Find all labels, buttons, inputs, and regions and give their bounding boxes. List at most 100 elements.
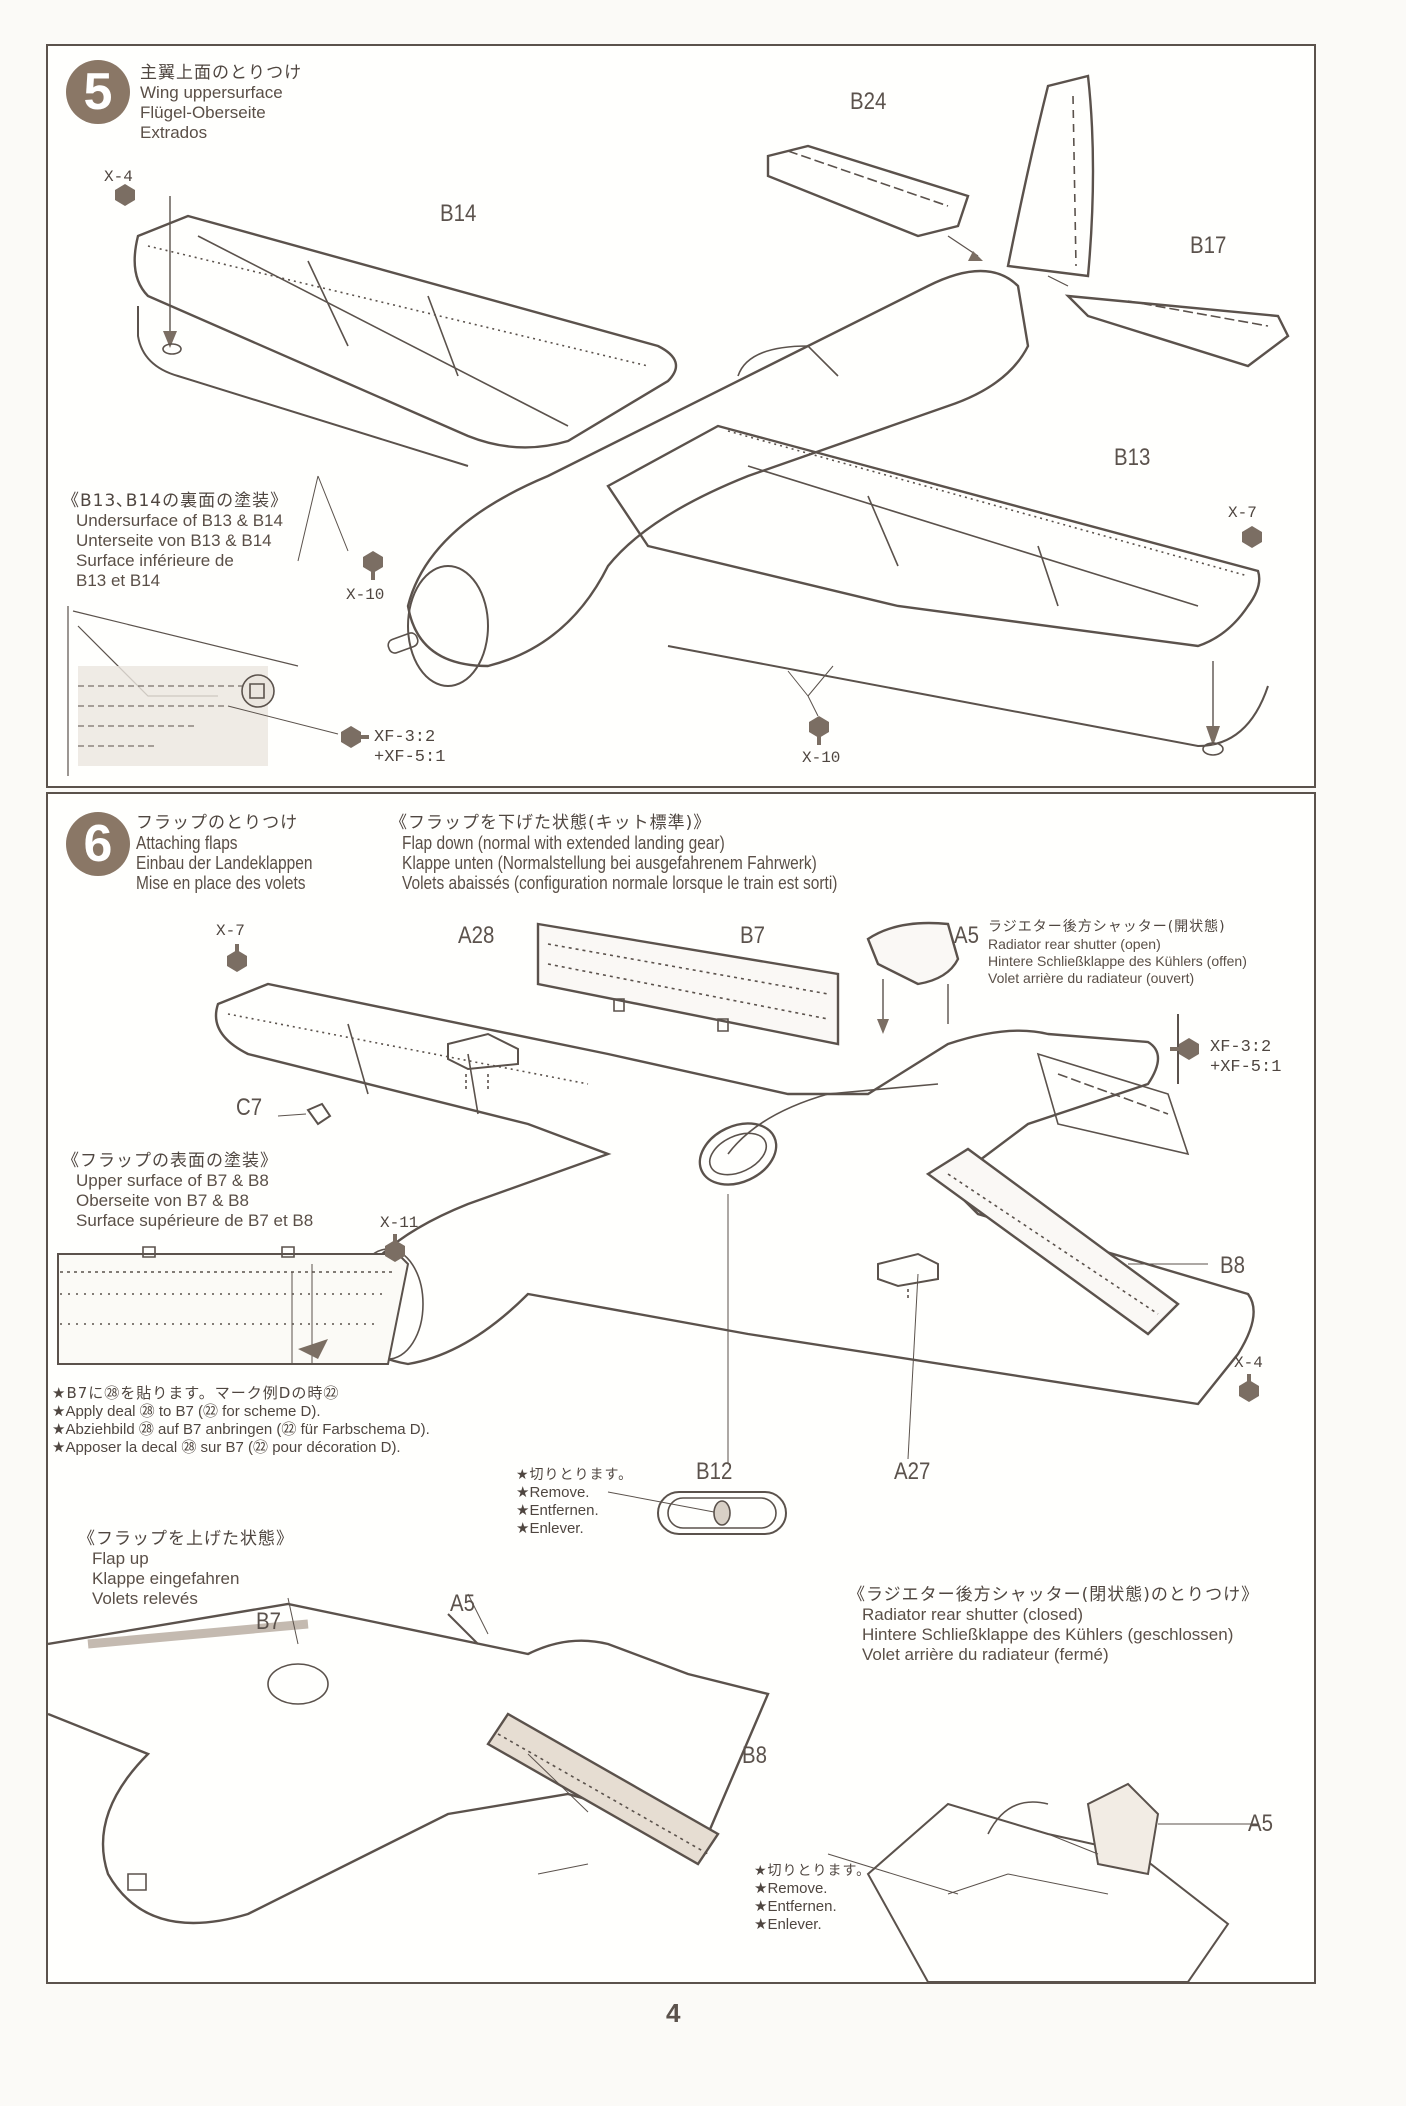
- step-number-badge: 5: [66, 60, 130, 124]
- caption-de: Hintere Schließklappe des Kühlers (offen…: [988, 953, 1247, 969]
- caption-en: Flap up: [92, 1549, 149, 1568]
- part-a27: [878, 1254, 938, 1459]
- note-fr: Surface supérieure de B7 et B8: [76, 1211, 314, 1230]
- note-de: Oberseite von B7 & B8: [76, 1191, 249, 1210]
- paint-code-x10: X-10: [802, 749, 841, 767]
- note-jp: 《B13､B14の裏面の塗装》: [62, 491, 289, 511]
- paint-code-x7: X-7: [1228, 504, 1257, 522]
- caption-jp: 《ラジエター後方シャッター(閉状態)のとりつけ》: [848, 1585, 1260, 1605]
- note-en: Upper surface of B7 & B8: [76, 1171, 269, 1190]
- paint-chip-icon: [227, 944, 247, 972]
- left-wing-b14: [135, 216, 676, 466]
- underside-paint-note: 《B13､B14の裏面の塗装》 Undersurface of B13 & B1…: [62, 486, 288, 591]
- part-label-b12: B12: [696, 1458, 733, 1485]
- title-de: Flügel-Oberseite: [140, 103, 266, 122]
- note-jp: ★切りとります。: [516, 1467, 634, 1483]
- paint-code-x10: X-10: [346, 586, 385, 604]
- caption-jp: 《フラップを下げた状態(キット標準)》: [390, 813, 712, 833]
- caption-en: Radiator rear shutter (open): [988, 936, 1161, 952]
- note-jp: ★B7に㉘を貼ります。マーク例Dの時㉒: [52, 1384, 340, 1402]
- title-fr: Mise en place des volets: [136, 873, 306, 893]
- part-label-b13: B13: [1114, 444, 1151, 471]
- paint-mix: XF-3:2 +XF-5:1: [1210, 1038, 1281, 1078]
- title-de: Einbau der Landeklappen: [136, 853, 313, 873]
- note-de: Unterseite von B13 & B14: [76, 531, 272, 550]
- part-label-a5: A5: [1248, 1810, 1273, 1837]
- part-c7: [308, 1104, 330, 1124]
- part-label-b14: B14: [440, 200, 477, 227]
- flap-attachment-illustration: [48, 794, 1314, 1982]
- part-label-a5: A5: [450, 1590, 475, 1617]
- step-5-panel: 5 主翼上面のとりつけ Wing uppersurface Flügel-Obe…: [46, 44, 1316, 788]
- wing-uppersurface-illustration: [48, 46, 1314, 786]
- flap-b8: [928, 1149, 1208, 1334]
- part-label-b7: B7: [256, 1608, 281, 1635]
- paint-code-x4: X-4: [104, 168, 133, 186]
- flap-paint-inset: [58, 1247, 408, 1364]
- note-fr: ★Enlever.: [754, 1916, 822, 1933]
- part-label-a5: A5: [954, 922, 979, 949]
- radiator-closed-caption: 《ラジエター後方シャッター(閉状態)のとりつけ》 Radiator rear s…: [848, 1580, 1259, 1665]
- page-number: 4: [666, 1998, 681, 2028]
- paint-code-x11: X-11: [380, 1214, 419, 1232]
- caption-fr: Volet arrière du radiateur (fermé): [862, 1645, 1109, 1664]
- part-label-b8: B8: [742, 1742, 767, 1769]
- caption-de: Klappe unten (Normalstellung bei ausgefa…: [402, 853, 817, 873]
- radiator-closed-drawing: [828, 1784, 1258, 1982]
- remove-note: ★切りとります。 ★Remove. ★Entfernen. ★Enlever.: [516, 1464, 633, 1538]
- underside-inset-drawing: [68, 606, 338, 776]
- caption-de: Hintere Schließklappe des Kühlers (gesch…: [862, 1625, 1234, 1644]
- step-5-title: 主翼上面のとりつけ Wing uppersurface Flügel-Obers…: [140, 58, 302, 143]
- stabilizer-b17: [1048, 276, 1288, 366]
- note-en: ★Remove.: [754, 1880, 828, 1897]
- part-label-b8: B8: [1220, 1252, 1245, 1279]
- paint-chip-icon: [809, 716, 829, 745]
- part-label-c7: C7: [236, 1094, 263, 1121]
- decal-note: ★B7に㉘を貼ります。マーク例Dの時㉒ ★Apply deal ㉘ to B7 …: [52, 1382, 502, 1457]
- paint-mix: XF-3:2 +XF-5:1: [374, 728, 445, 768]
- caption-jp: ラジエター後方シャッター(開状態): [988, 919, 1226, 935]
- title-en: Wing uppersurface: [140, 83, 283, 102]
- vertical-tail: [1008, 76, 1093, 276]
- paint-mix-1: XF-3:2: [1210, 1038, 1272, 1057]
- note-fr: Surface inférieure de: [76, 551, 234, 570]
- caption-jp: 《フラップを上げた状態》: [78, 1529, 294, 1549]
- step-6-title: フラップのとりつけ Attaching flaps Einbau der Lan…: [136, 808, 341, 893]
- paint-mix-1: XF-3:2: [374, 728, 436, 747]
- step-6-panel: 6 フラップのとりつけ Attaching flaps Einbau der L…: [46, 792, 1316, 1984]
- caption-en: Flap down (normal with extended landing …: [402, 833, 725, 853]
- title-jp: フラップのとりつけ: [136, 813, 299, 833]
- part-label-b17: B17: [1190, 232, 1227, 259]
- flap-b7: [538, 924, 838, 1044]
- paint-mix-2: +XF-5:1: [1210, 1058, 1282, 1077]
- note-de: ★Entfernen.: [516, 1502, 599, 1519]
- caption-fr: Volets relevés: [92, 1589, 198, 1608]
- caption-fr: Volet arrière du radiateur (ouvert): [988, 970, 1195, 986]
- part-a28: [448, 1034, 518, 1089]
- note-jp: ★切りとります。: [754, 1863, 872, 1879]
- note-de: ★Entfernen.: [754, 1898, 837, 1915]
- flap-up-caption: 《フラップを上げた状態》 Flap up Klappe eingefahren …: [78, 1524, 294, 1609]
- part-label-b24: B24: [850, 88, 887, 115]
- step-number-badge: 6: [66, 812, 130, 876]
- title-en: Attaching flaps: [136, 833, 238, 853]
- note-fr-2: B13 et B14: [76, 571, 161, 590]
- flap-down-caption: 《フラップを下げた状態(キット標準)》 Flap down (normal wi…: [390, 808, 910, 893]
- paint-code-x4: X-4: [1234, 1354, 1263, 1372]
- fuselage: [387, 271, 1028, 686]
- paint-mix-2: +XF-5:1: [374, 748, 446, 767]
- caption-de: Klappe eingefahren: [92, 1569, 240, 1588]
- radiator-shutter-a5: [868, 923, 958, 1034]
- paint-chip-icon: [363, 551, 383, 580]
- paint-chip-icon: [1239, 1374, 1259, 1402]
- stabilizer-b24: [768, 146, 983, 261]
- part-label-a28: A28: [458, 922, 495, 949]
- aircraft-flap-up: [48, 1604, 768, 1923]
- paint-chip-icon: [1242, 526, 1262, 548]
- note-en: ★Apply deal ㉘ to B7 (㉒ for scheme D).: [52, 1403, 321, 1420]
- note-de: ★Abziehbild ㉘ auf B7 anbringen (㉒ für Fa…: [52, 1421, 430, 1438]
- paint-code-x7: X-7: [216, 922, 245, 940]
- flap-paint-note: 《フラップの表面の塗装》 Upper surface of B7 & B8 Ob…: [62, 1146, 313, 1231]
- note-jp: 《フラップの表面の塗装》: [62, 1151, 278, 1171]
- caption-en: Radiator rear shutter (closed): [862, 1605, 1084, 1624]
